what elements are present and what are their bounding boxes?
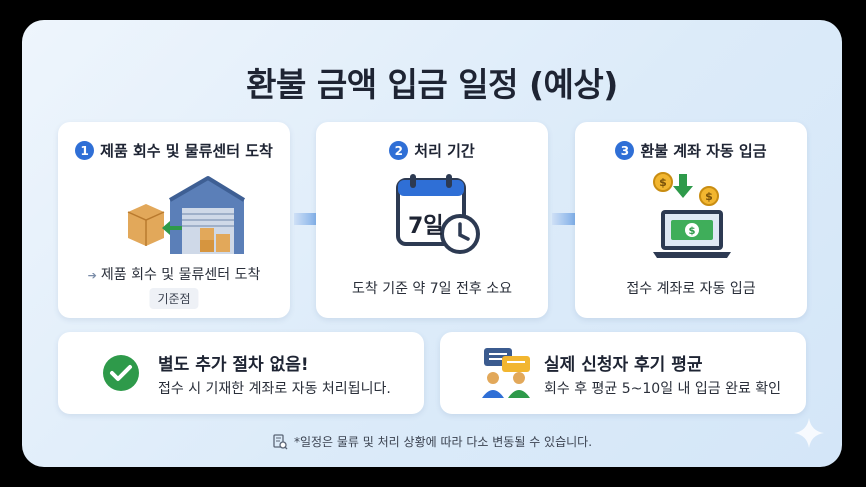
calendar-clock-icon xyxy=(396,174,480,254)
step-caption: ➔제품 회수 및 물류센터 도착 xyxy=(58,264,290,284)
step-card-collection: 1 제품 회수 및 물류센터 도착 ➔제품 회수 및 물류센터 도착 기 xyxy=(58,122,290,318)
step-caption: 도착 기준 약 7일 전후 소요 xyxy=(352,281,512,297)
info-card-no-procedure: 별도 추가 절차 없음! 접수 시 기재한 계좌로 자동 처리됩니다. xyxy=(58,332,424,414)
step-number-badge: 2 xyxy=(389,141,409,160)
info-card-reviews: 실제 신청자 후기 평균 회수 후 평균 5~10일 내 입금 완료 확인 xyxy=(440,332,806,414)
baseline-tag: 기준점 xyxy=(149,288,199,309)
step-heading: 2 처리 기간 xyxy=(316,140,548,161)
step-card-deposit: 3 환불 계좌 자동 입금 $ $ $ 접수 계좌로 자동 입금 xyxy=(575,122,807,318)
step-heading: 3 환불 계좌 자동 입금 xyxy=(575,140,807,161)
step-caption: 접수 계좌로 자동 입금 xyxy=(626,281,756,297)
calendar-day-label: 7일 xyxy=(408,214,444,239)
schedule-panel: 환불 금액 입금 일정 (예상) 1 제품 회수 및 물류센터 도착 xyxy=(22,20,842,467)
sparkle-icon xyxy=(794,418,824,448)
document-search-icon xyxy=(273,433,288,449)
step-card-processing: 2 처리 기간 7일 도착 기준 약 7일 전후 소요 xyxy=(316,122,548,318)
step-title: 제품 회수 및 물류센터 도착 xyxy=(100,142,273,160)
laptop-money-icon: $ $ $ xyxy=(653,172,731,258)
svg-text:$: $ xyxy=(659,176,667,189)
warehouse-icon xyxy=(127,176,246,254)
info-subtitle: 접수 시 기재한 계좌로 자동 처리됩니다. xyxy=(158,381,391,397)
step-number-badge: 3 xyxy=(615,141,635,160)
page-title: 환불 금액 입금 일정 (예상) xyxy=(246,65,618,104)
check-circle-icon xyxy=(103,355,139,391)
user-reviews-icon xyxy=(482,348,530,398)
svg-text:$: $ xyxy=(689,226,696,237)
step-title: 환불 계좌 자동 입금 xyxy=(640,142,767,160)
step-caption-text: 제품 회수 및 물류센터 도착 xyxy=(100,267,261,283)
info-title: 별도 추가 절차 없음! xyxy=(158,355,309,375)
arrow-right-icon: ➔ xyxy=(87,269,97,282)
footnote: *일정은 물류 및 처리 상황에 따라 다소 변동될 수 있습니다. xyxy=(22,433,842,450)
step-heading: 1 제품 회수 및 물류센터 도착 xyxy=(58,140,290,161)
step-number-badge: 1 xyxy=(75,141,95,160)
info-title: 실제 신청자 후기 평균 xyxy=(544,355,703,375)
footnote-text: *일정은 물류 및 처리 상황에 따라 다소 변동될 수 있습니다. xyxy=(293,435,593,449)
info-subtitle: 회수 후 평균 5~10일 내 입금 완료 확인 xyxy=(544,381,782,397)
svg-text:$: $ xyxy=(705,190,713,203)
step-title: 처리 기간 xyxy=(414,142,475,160)
